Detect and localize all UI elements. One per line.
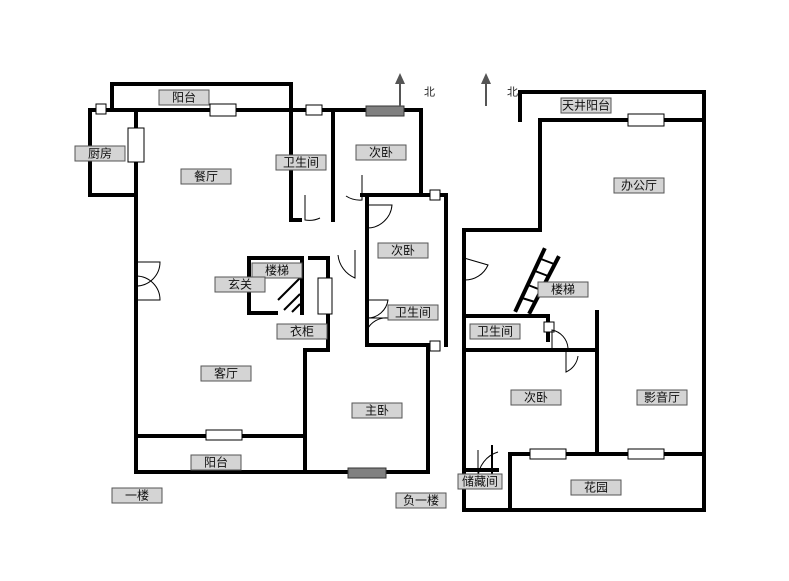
basement-windows bbox=[529, 113, 665, 460]
svg-text:玄关: 玄关 bbox=[228, 277, 252, 292]
svg-text:阳台: 阳台 bbox=[204, 455, 228, 470]
room-label-stairs: 楼梯 bbox=[251, 262, 303, 279]
room-label-foyer: 玄关 bbox=[214, 276, 266, 293]
svg-text:办公厅: 办公厅 bbox=[621, 178, 657, 193]
svg-text:卫生间: 卫生间 bbox=[477, 325, 513, 339]
svg-text:衣柜: 衣柜 bbox=[290, 324, 314, 339]
ground-floor-entry-marker bbox=[365, 105, 405, 117]
ground-floor-walls bbox=[88, 82, 448, 474]
room-label-bathroom-basement: 卫生间 bbox=[469, 323, 521, 340]
svg-text:影音厅: 影音厅 bbox=[644, 390, 680, 405]
svg-text:主卧: 主卧 bbox=[365, 404, 389, 418]
north-arrow-left bbox=[395, 73, 405, 106]
north-label-left: 北 bbox=[424, 86, 435, 99]
svg-text:储藏间: 储藏间 bbox=[462, 474, 498, 489]
svg-text:卫生间: 卫生间 bbox=[283, 156, 319, 170]
room-label-bathroom-1: 卫生间 bbox=[275, 154, 327, 171]
room-label-patio-balcony: 天井阳台 bbox=[560, 97, 612, 114]
floor-label-basement: 负一楼 bbox=[395, 492, 447, 509]
svg-text:楼梯: 楼梯 bbox=[265, 263, 289, 278]
svg-text:天井阳台: 天井阳台 bbox=[562, 98, 610, 113]
ground-floor-stairs-hatch bbox=[277, 277, 301, 313]
svg-text:餐厅: 餐厅 bbox=[194, 169, 218, 184]
north-arrow-right bbox=[481, 73, 491, 106]
room-label-storage: 储藏间 bbox=[457, 473, 503, 490]
room-label-bedroom-2: 次卧 bbox=[377, 242, 429, 259]
room-label-theater: 影音厅 bbox=[636, 389, 688, 406]
room-label-bedroom-1: 次卧 bbox=[355, 144, 407, 161]
svg-text:次卧: 次卧 bbox=[369, 146, 393, 160]
svg-text:次卧: 次卧 bbox=[524, 391, 548, 405]
room-label-balcony-top: 阳台 bbox=[158, 89, 210, 106]
svg-text:花园: 花园 bbox=[584, 480, 608, 495]
svg-text:一楼: 一楼 bbox=[125, 488, 149, 503]
basement-walls bbox=[462, 90, 706, 512]
room-label-balcony-bottom: 阳台 bbox=[190, 454, 242, 471]
room-label-bedroom-basement: 次卧 bbox=[510, 389, 562, 406]
room-label-stairs-basement: 楼梯 bbox=[537, 281, 589, 298]
room-label-kitchen: 厨房 bbox=[74, 145, 126, 162]
ground-floor-doors bbox=[135, 175, 393, 331]
room-label-wardrobe: 衣柜 bbox=[276, 323, 328, 340]
room-label-garden: 花园 bbox=[570, 479, 622, 496]
north-label-right: 北 bbox=[507, 86, 518, 99]
room-label-living: 客厅 bbox=[200, 365, 252, 382]
room-label-dining: 餐厅 bbox=[180, 168, 232, 185]
svg-text:厨房: 厨房 bbox=[88, 146, 112, 161]
ground-floor-bottom-marker bbox=[347, 467, 387, 479]
svg-text:卫生间: 卫生间 bbox=[395, 306, 431, 320]
room-label-master-bedroom: 主卧 bbox=[351, 402, 403, 419]
svg-text:负一楼: 负一楼 bbox=[403, 493, 439, 508]
room-label-bathroom-2: 卫生间 bbox=[387, 304, 439, 321]
svg-text:楼梯: 楼梯 bbox=[551, 282, 575, 297]
svg-text:客厅: 客厅 bbox=[214, 366, 238, 381]
svg-text:次卧: 次卧 bbox=[391, 244, 415, 258]
basement-stairs-ladder bbox=[513, 247, 561, 315]
floor-label-ground: 一楼 bbox=[111, 487, 163, 504]
room-label-office: 办公厅 bbox=[613, 177, 665, 194]
ground-floor-windows bbox=[95, 103, 441, 441]
svg-text:阳台: 阳台 bbox=[172, 90, 196, 105]
